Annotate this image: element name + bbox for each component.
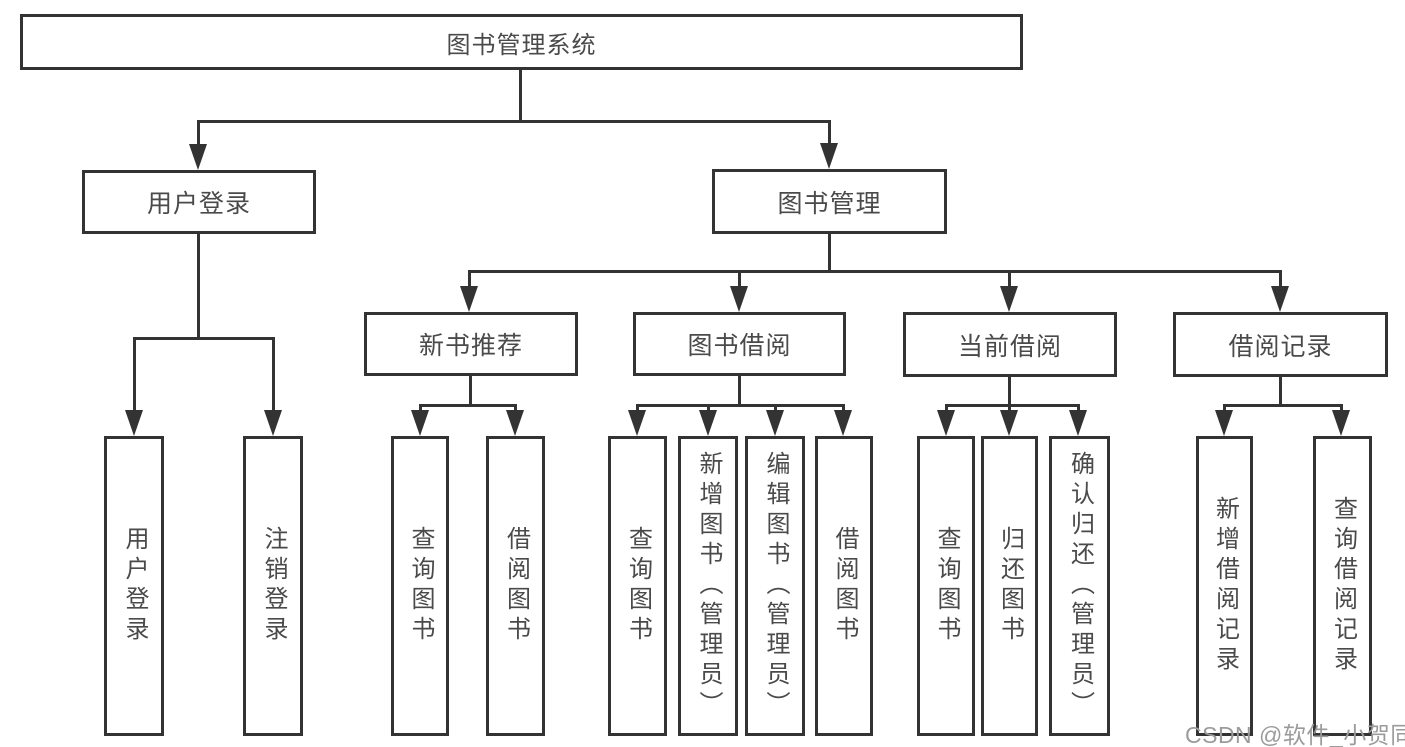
node-label: 新增借阅记录 [1211,496,1239,676]
connector-line [1279,375,1282,407]
connector-line [738,375,741,407]
connector-line [133,337,136,419]
connector-line [738,270,741,292]
arrow-down-icon [189,144,207,170]
node-leaf-cb-return-books: 归还图书 [981,436,1038,736]
arrow-down-icon [766,410,784,436]
node-label: 确认归还（管理员） [1066,451,1094,721]
node-leaf-bb-edit-books-admin: 编辑图书（管理员） [745,436,805,736]
connector-line [133,337,275,340]
node-leaf-cb-query-books: 查询图书 [917,436,975,736]
node-current-borrow: 当前借阅 [903,312,1117,377]
node-borrow-records: 借阅记录 [1173,312,1388,377]
arrow-down-icon [834,410,852,436]
node-leaf-cb-confirm-return-admin: 确认归还（管理员） [1049,436,1110,736]
connector-line [272,337,275,419]
connector-line [469,375,472,407]
node-book-management: 图书管理 [712,169,947,234]
node-label: 图书管理系统 [446,31,597,59]
node-new-book-recommend: 新书推荐 [364,312,578,376]
node-leaf-user-login: 用户登录 [104,436,164,736]
node-leaf-bb-query-books: 查询图书 [608,436,667,736]
connector-line [197,120,200,150]
arrow-down-icon [1215,410,1233,436]
arrow-down-icon [264,410,282,436]
connector-line [1279,270,1282,292]
node-label: 借阅记录 [1228,332,1333,361]
arrow-down-icon [1332,410,1350,436]
connector-line [828,233,831,273]
connector-line [945,404,1080,407]
node-leaf-bb-borrow-books: 借阅图书 [815,436,873,736]
node-label: 归还图书 [996,526,1024,646]
node-leaf-bb-add-books-admin: 新增图书（管理员） [678,436,738,736]
node-label: 编辑图书（管理员） [762,451,789,721]
node-user-login-group: 用户登录 [82,170,316,234]
node-label: 用户登录 [121,526,148,646]
node-label: 图书借阅 [687,332,792,360]
node-root: 图书管理系统 [20,14,1023,70]
connector-line [197,233,200,340]
connector-line [419,404,517,407]
connector-line [636,404,845,407]
node-label: 新增图书（管理员） [695,451,722,721]
node-leaf-br-query-record: 查询借阅记录 [1313,436,1372,736]
node-label: 用户登录 [146,190,251,218]
node-label: 查询图书 [407,526,434,646]
node-label: 查询图书 [624,526,652,646]
arrow-down-icon [730,286,748,312]
node-label: 图书管理 [777,189,882,218]
node-leaf-logout: 注销登录 [243,436,303,736]
arrow-down-icon [628,410,646,436]
node-label: 查询图书 [933,526,960,646]
node-leaf-br-add-record: 新增借阅记录 [1196,436,1253,736]
arrow-down-icon [411,410,429,436]
node-book-borrow: 图书借阅 [633,312,846,376]
watermark: CSDN @软件_小贺同学 [1185,722,1405,747]
connector-line [519,69,522,122]
node-label: 查询借阅记录 [1329,496,1357,676]
arrow-down-icon [820,143,838,169]
connector-line [1008,375,1011,407]
node-label: 注销登录 [260,526,287,646]
connector-line [468,270,1282,273]
node-label: 新书推荐 [418,332,523,360]
arrow-down-icon [1000,286,1018,312]
node-label: 当前借阅 [957,332,1062,361]
arrow-down-icon [460,286,478,312]
arrow-down-icon [699,410,717,436]
connector-line [468,270,471,292]
connector-line [1008,270,1011,292]
connector-line [1223,404,1343,407]
arrow-down-icon [1000,410,1018,436]
arrow-down-icon [506,410,524,436]
arrow-down-icon [937,410,955,436]
arrow-down-icon [1069,410,1087,436]
node-leaf-nb-borrow-books: 借阅图书 [486,436,545,736]
node-label: 借阅图书 [831,526,858,646]
connector-line [828,120,831,150]
connector-line [197,120,831,123]
node-leaf-nb-query-books: 查询图书 [391,436,449,736]
arrow-down-icon [125,410,143,436]
node-label: 借阅图书 [502,526,530,646]
arrow-down-icon [1271,286,1289,312]
